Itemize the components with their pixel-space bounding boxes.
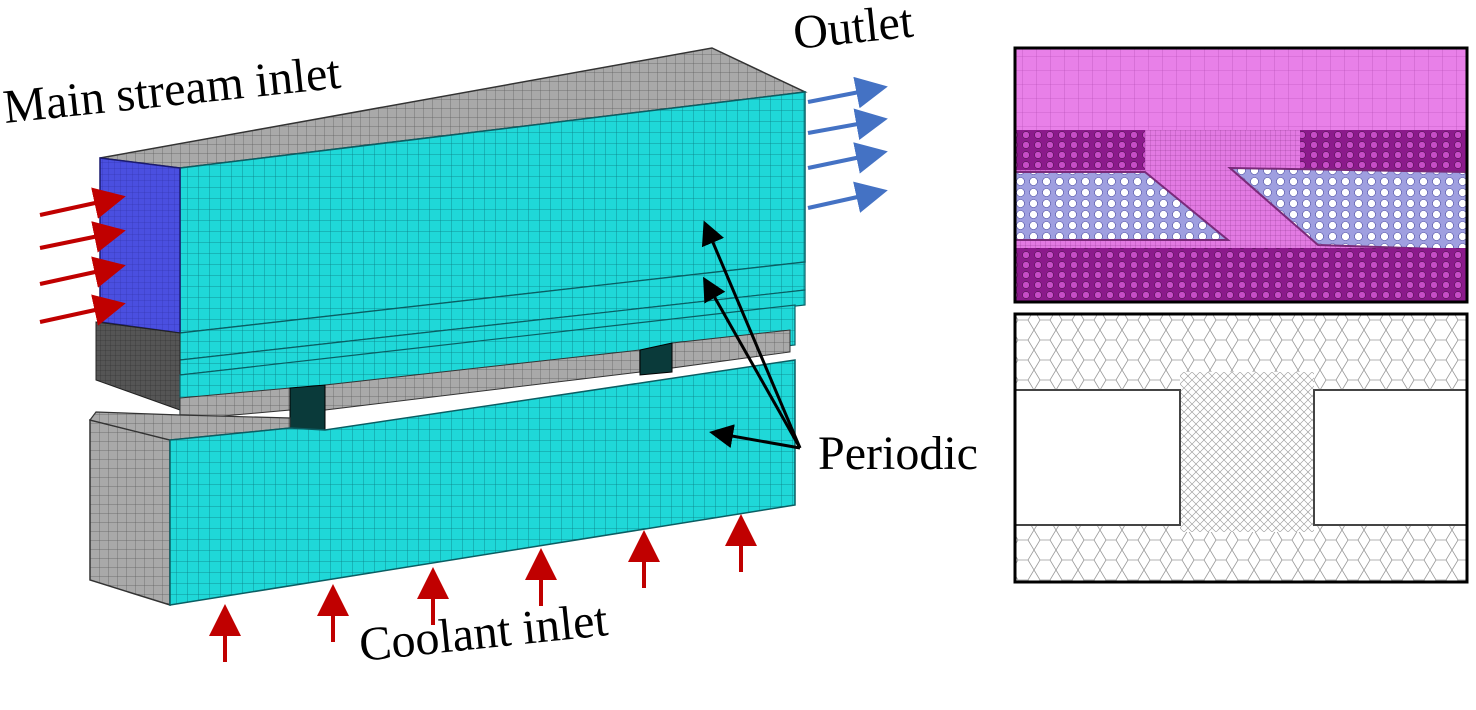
lower-block-side-face: [89, 419, 171, 607]
inset-hole-mesh-frame: [1013, 46, 1469, 304]
lower-block-front-face: [169, 359, 796, 606]
inset-poly-mesh: [1013, 312, 1469, 584]
outlet-arrow-1: [807, 76, 888, 109]
outlet-arrow-2: [807, 108, 888, 141]
periodic-leader-2: [703, 276, 802, 449]
outlet-arrow-4: [807, 181, 888, 213]
left-dark-edge: [95, 321, 181, 411]
film-hole-2: [639, 342, 673, 376]
periodic-label: Periodic: [818, 427, 978, 480]
inset-poly-mesh-channel: [1180, 372, 1314, 532]
main-stream-arrow-2: [39, 221, 126, 253]
inset-hole-mesh-upper-cells-right: [1300, 130, 1467, 175]
inset-hole-mesh: [1013, 46, 1469, 304]
main-stream-arrows: [39, 187, 126, 326]
main-stream-arrow-3: [39, 256, 126, 288]
main-stream-arrow-4: [39, 294, 126, 326]
film-hole-1: [289, 384, 326, 433]
outlet-arrow-3: [807, 142, 888, 174]
inset-poly-mesh-frame: [1013, 312, 1469, 584]
main-stream-arrow-1: [39, 187, 126, 219]
coolant-arrows: [209, 514, 757, 662]
inset-poly-mesh-solid-right: [1313, 389, 1468, 526]
periodic-leaders: [701, 220, 802, 450]
inset-hole-mesh-lower-cells: [1015, 248, 1467, 302]
inset-hole-mesh-upper-cells: [1015, 130, 1145, 170]
outlet-arrows: [807, 76, 888, 213]
inset-poly-mesh-solid-left: [1014, 389, 1181, 526]
outlet-label: Outlet: [790, 0, 916, 60]
mesh-domain-3d: [88, 47, 808, 607]
periodic-leader-3: [709, 424, 801, 450]
periodic-leader-1: [701, 220, 802, 449]
